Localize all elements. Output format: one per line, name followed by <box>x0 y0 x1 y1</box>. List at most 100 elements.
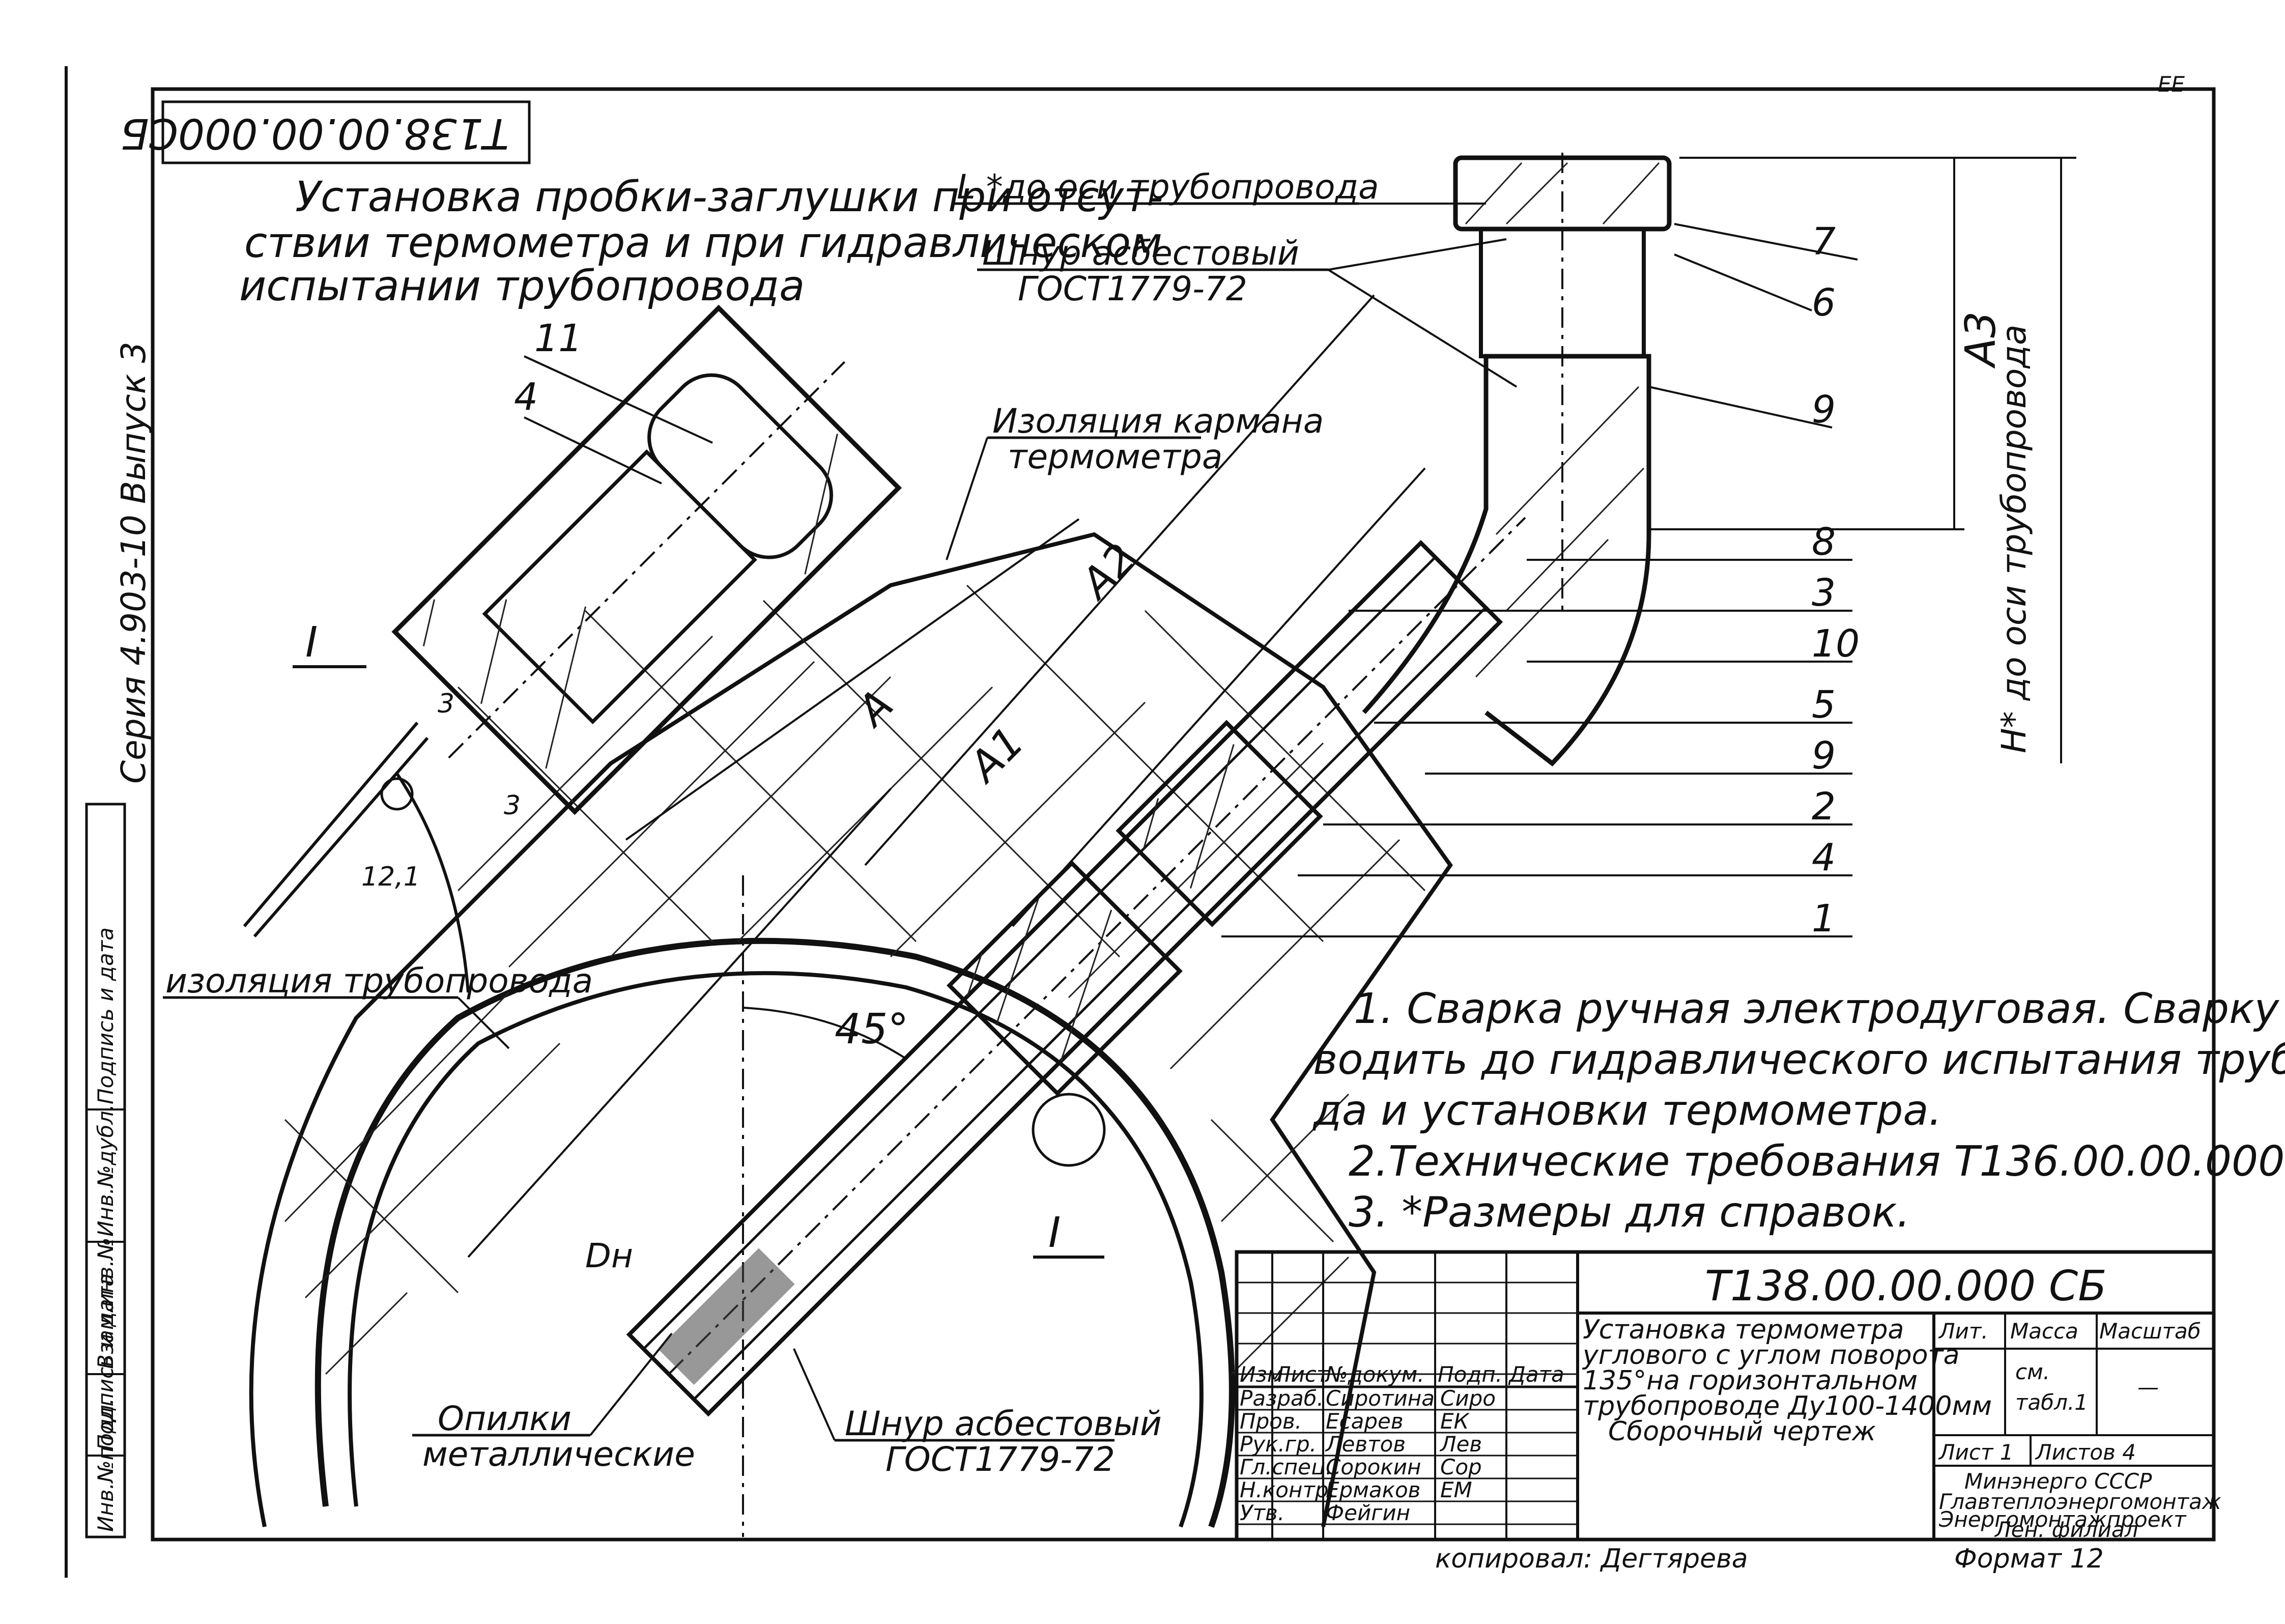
elbow-head <box>1362 153 1672 767</box>
name-line-2: углового с углом поворота <box>1582 1340 1960 1371</box>
org-line-2: Главтеплоэнергомонтаж <box>1939 1489 2221 1514</box>
format-label: Формат 12 <box>1954 1544 2104 1574</box>
plug-note-line-2: ствии термометра и при гидравлическом <box>244 219 1162 267</box>
vertical-dims <box>1649 157 2076 763</box>
filings-line-1: Опилки <box>438 1399 572 1438</box>
series-label: Серия 4.903-10 Выпуск 3 <box>114 341 153 784</box>
dim-a2: А2 <box>1070 534 1145 609</box>
sign-4: Сор <box>1440 1455 1482 1479</box>
strip-label-4: Инв.№дубл. <box>93 1104 118 1237</box>
plug-note-line-3: испытании трубопровода <box>239 262 805 310</box>
detail-circle <box>1032 1093 1106 1167</box>
note-line-3: да и установки термометра. <box>1312 1087 1942 1135</box>
strip-label-5: Подпись и дата <box>93 927 118 1104</box>
col-doc: №докум. <box>1325 1362 1424 1387</box>
cord-bottom-line-1: Шнур асбестовый <box>845 1404 1162 1443</box>
balloon-9a: 9 <box>1812 388 1836 432</box>
pipe-section <box>249 532 1453 1537</box>
balloon-5: 5 <box>1812 683 1836 727</box>
dim-3a: 3 <box>438 689 454 719</box>
balloon-11: 11 <box>534 317 582 360</box>
name-4: Сорокин <box>1326 1455 1421 1479</box>
filings-line-2: металлические <box>422 1435 695 1474</box>
balloon-6: 6 <box>1812 281 1836 325</box>
dim-3b: 3 <box>504 790 521 821</box>
title-code-main: Т138.00.00.000 СБ <box>1705 1262 2107 1310</box>
col-date: Дата <box>1508 1362 1564 1387</box>
sheet-label: Лист 1 <box>1938 1440 2014 1465</box>
h-axis-callout: Н* до оси трубопровода <box>1994 325 2034 753</box>
role-1: Разраб. <box>1240 1386 1324 1411</box>
dimension-lines <box>467 294 1426 1258</box>
note-line-2: водить до гидравлического испытания труб… <box>1313 1036 2285 1084</box>
corner-mark: ЕЕ <box>2158 72 2185 97</box>
balloon-2: 2 <box>1812 785 1836 829</box>
name-2: Есарев <box>1326 1409 1404 1434</box>
note-line-1: 1. Сварка ручная электродуговая. Сварку … <box>1354 985 2285 1033</box>
detail-view <box>391 304 902 815</box>
l-axis-callout: L *до оси трубопровода <box>957 167 1379 207</box>
mass-value-2: табл.1 <box>2015 1390 2088 1415</box>
balloon-7: 7 <box>1812 220 1836 264</box>
note-line-4: 2.Технические требования Т136.00.00.000 … <box>1349 1137 2285 1186</box>
sign-3: Лев <box>1439 1432 1482 1457</box>
note-line-5: 3. *Размеры для справок. <box>1349 1188 1910 1237</box>
balloon-3: 3 <box>1812 571 1836 615</box>
balloon-9b: 9 <box>1812 734 1836 778</box>
org-line-3: Энергомонтажпроект <box>1938 1507 2187 1532</box>
org-line-4: Лен. филиал <box>1994 1517 2138 1542</box>
col-list: Лист <box>1274 1362 1330 1387</box>
callout-leaders <box>163 202 1518 1442</box>
role-2: Пров. <box>1240 1409 1302 1434</box>
role-6: Утв. <box>1240 1500 1284 1525</box>
copied-by: копировал: Дегтярева <box>1435 1544 1748 1574</box>
lit-label: Лит. <box>1938 1319 1988 1344</box>
dim-12-1: 12,1 <box>361 862 420 892</box>
balloon-4b: 4 <box>1812 836 1836 879</box>
detail-circle-label: I <box>1048 1209 1061 1257</box>
name-line-4: трубопроводе Ду100-1400мм <box>1583 1391 1992 1421</box>
mass-label: Масса <box>2010 1319 2078 1344</box>
balloon-4a: 4 <box>514 375 538 419</box>
strip-label-1: Инв.№подл. <box>93 1398 118 1532</box>
outer-frame <box>151 87 2216 1542</box>
name-line-5: Сборочный чертеж <box>1608 1416 1876 1447</box>
scale-label: Масштаб <box>2099 1319 2201 1344</box>
title-block <box>1235 1250 2216 1542</box>
role-3: Рук.гр. <box>1240 1432 1317 1457</box>
stamp-box: Т138.00.00.000СБ <box>120 100 531 164</box>
weld-detail <box>243 722 470 993</box>
name-5: Ермаков <box>1326 1477 1420 1502</box>
balloon-leaders <box>524 223 1858 937</box>
sheets-label: Листов 4 <box>2035 1440 2136 1465</box>
name-1: Сиротина <box>1326 1386 1435 1411</box>
name-3: Левтов <box>1325 1432 1406 1457</box>
role-4: Гл.спец. <box>1240 1455 1332 1479</box>
name-line-1: Установка термометра <box>1583 1315 1904 1345</box>
sign-1: Сиро <box>1440 1386 1496 1411</box>
dim-angle: 45° <box>835 1005 908 1053</box>
dim-dn: Dн <box>585 1236 633 1275</box>
col-sign: Подп. <box>1438 1362 1502 1387</box>
pocket-insulation-line-1: Изоляция кармана <box>992 402 1324 441</box>
balloon-10: 10 <box>1812 622 1860 666</box>
sign-5: ЕМ <box>1440 1477 1472 1502</box>
pipe-insulation-callout: изоляция трубопровода <box>165 961 593 1001</box>
name-6: Фейгин <box>1326 1500 1410 1525</box>
dim-a3: А3 <box>1957 311 2005 369</box>
sign-2: ЕК <box>1440 1409 1470 1434</box>
col-izm: Изм <box>1240 1362 1283 1387</box>
balloon-8: 8 <box>1812 520 1836 564</box>
name-line-3: 135°на горизонтальном <box>1583 1365 1918 1396</box>
org-line-1: Минэнерго СССР <box>1964 1469 2152 1494</box>
strip-label-2: Подпись и дата <box>93 1273 118 1450</box>
scale-value: — <box>2137 1375 2159 1400</box>
role-5: Н.контр. <box>1240 1477 1335 1502</box>
left-strip: Инв.№подл. Подпись и дата Взам.инв.№ Инв… <box>85 803 126 1538</box>
balloon-1: 1 <box>1812 897 1836 941</box>
dim-a: А <box>846 680 902 736</box>
detail-ref-label: I <box>305 618 318 667</box>
pocket-insulation-line-2: термометра <box>1008 437 1222 476</box>
strip-label-3: Взам.инв.№ <box>93 1238 118 1369</box>
